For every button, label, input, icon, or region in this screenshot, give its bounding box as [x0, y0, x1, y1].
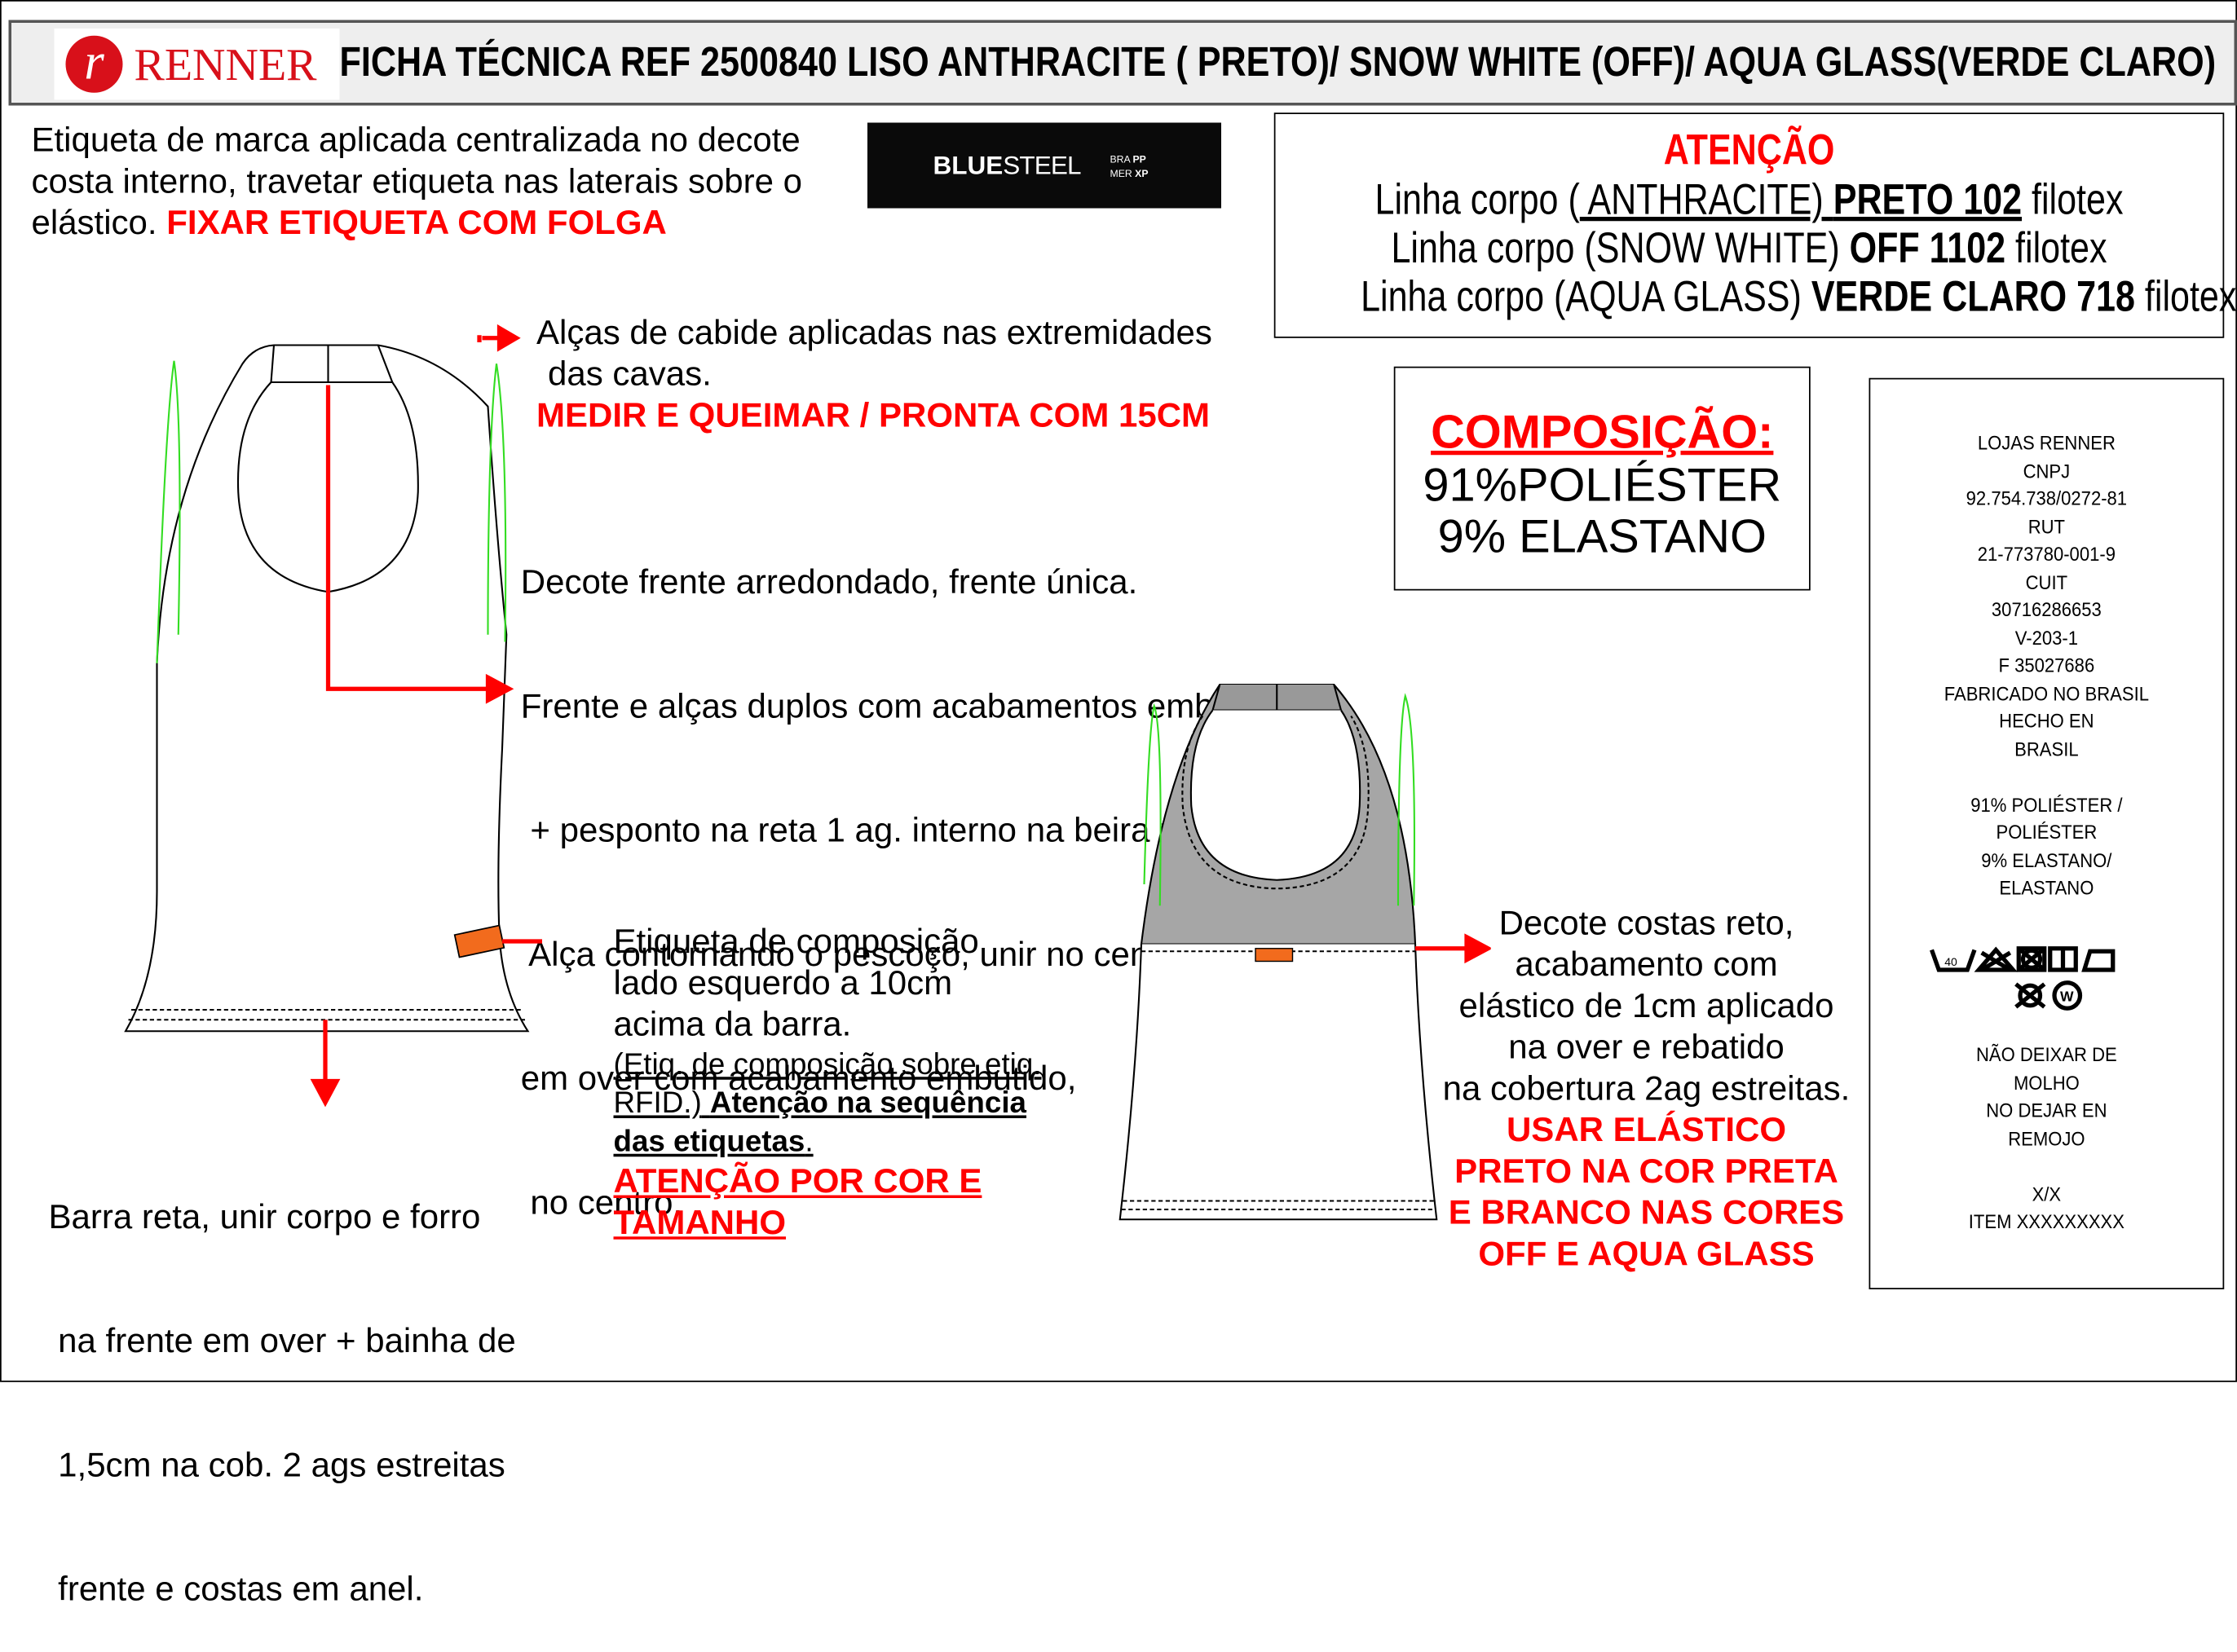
renner-logo: r RENNER [55, 29, 340, 100]
comp-label-line: lado esquerdo a 10cm [614, 963, 1070, 1004]
hanger-highlight: MEDIR E QUEIMAR / PRONTA COM 15CM [536, 395, 1212, 437]
logo-light: STEEL [1003, 152, 1080, 180]
care-symbols-icon: 40 W [1927, 945, 2163, 1016]
header-bar: r RENNER FICHA TÉCNICA REF 2500840 LISO … [9, 20, 2237, 106]
hanger-loop-note: Alças de cabide aplicadas nas extremidad… [536, 312, 1212, 436]
back-garment-drawing [1105, 671, 1491, 1234]
hem-line: Barra reta, unir corpo e forro [49, 1196, 516, 1238]
neckline-line: Decote frente arredondado, frente única. [521, 562, 1320, 604]
composition-box: COMPOSIÇÃO: 91%POLIÉSTER 9% ELASTANO [1394, 367, 1811, 591]
size-bra: PP [1132, 156, 1145, 165]
hem-note: Barra reta, unir corpo e forro na frente… [49, 1114, 516, 1652]
size-prefix-mer: MER [1110, 170, 1132, 179]
hem-line: na frente em over + bainha de [49, 1321, 516, 1363]
brand-label-highlight: FIXAR ETIQUETA COM FOLGA [166, 204, 667, 242]
brand-label-instructions: Etiqueta de marca aplicada centralizada … [32, 120, 874, 244]
thread-line-3: Linha corpo (AQUA GLASS) VERDE CLARO 718… [1361, 274, 2138, 323]
comp-label-line: Etiqueta de composição [614, 922, 1070, 963]
brand-name: RENNER [135, 37, 317, 90]
hanger-line-2: das cavas. [536, 354, 1212, 395]
svg-text:40: 40 [1944, 955, 1957, 968]
thread-line-2: Linha corpo (SNOW WHITE) OFF 1102 filote… [1361, 226, 2138, 275]
attention-title: ATENÇÃO [1664, 126, 1835, 177]
composition-title: COMPOSIÇÃO: [1396, 405, 1810, 460]
renner-logo-icon: r [66, 36, 123, 93]
comp-label-highlight: ATENÇÃO POR COR E TAMANHO [614, 1161, 1042, 1245]
size-mer: XP [1135, 170, 1148, 179]
comp-label-line: acima da barra. [614, 1004, 1070, 1046]
page-title: FICHA TÉCNICA REF 2500840 LISO ANTHRACIT… [340, 40, 2217, 87]
composition-line-2: 9% ELASTANO [1396, 511, 1810, 562]
front-garment-drawing [114, 321, 542, 1120]
composition-tag [455, 925, 505, 957]
svg-text:W: W [2060, 989, 2074, 1005]
bluesteel-brand-label: BLUESTEEL BRA PP MER XP [867, 123, 1221, 209]
composition-label-note: Etiqueta de composição lado esquerdo a 1… [614, 922, 1070, 1245]
hem-line: frente e costas em anel. [49, 1569, 516, 1610]
composition-line-1: 91%POLIÉSTER [1396, 460, 1810, 511]
size-prefix-bra: BRA [1110, 156, 1131, 165]
attention-box: ATENÇÃO Linha corpo ( ANTHRACITE) PRETO … [1274, 112, 2225, 338]
hanger-line-1: Alças de cabide aplicadas nas extremidad… [536, 312, 1212, 354]
hem-line: 1,5cm na cob. 2 ags estreitas [49, 1445, 516, 1487]
back-highlight: OFF E AQUA GLASS [1421, 1234, 1872, 1275]
logo-bold: BLUE [933, 152, 1004, 180]
back-composition-tag [1255, 949, 1293, 962]
thread-line-1: Linha corpo ( ANTHRACITE) PRETO 102 filo… [1361, 177, 2138, 226]
